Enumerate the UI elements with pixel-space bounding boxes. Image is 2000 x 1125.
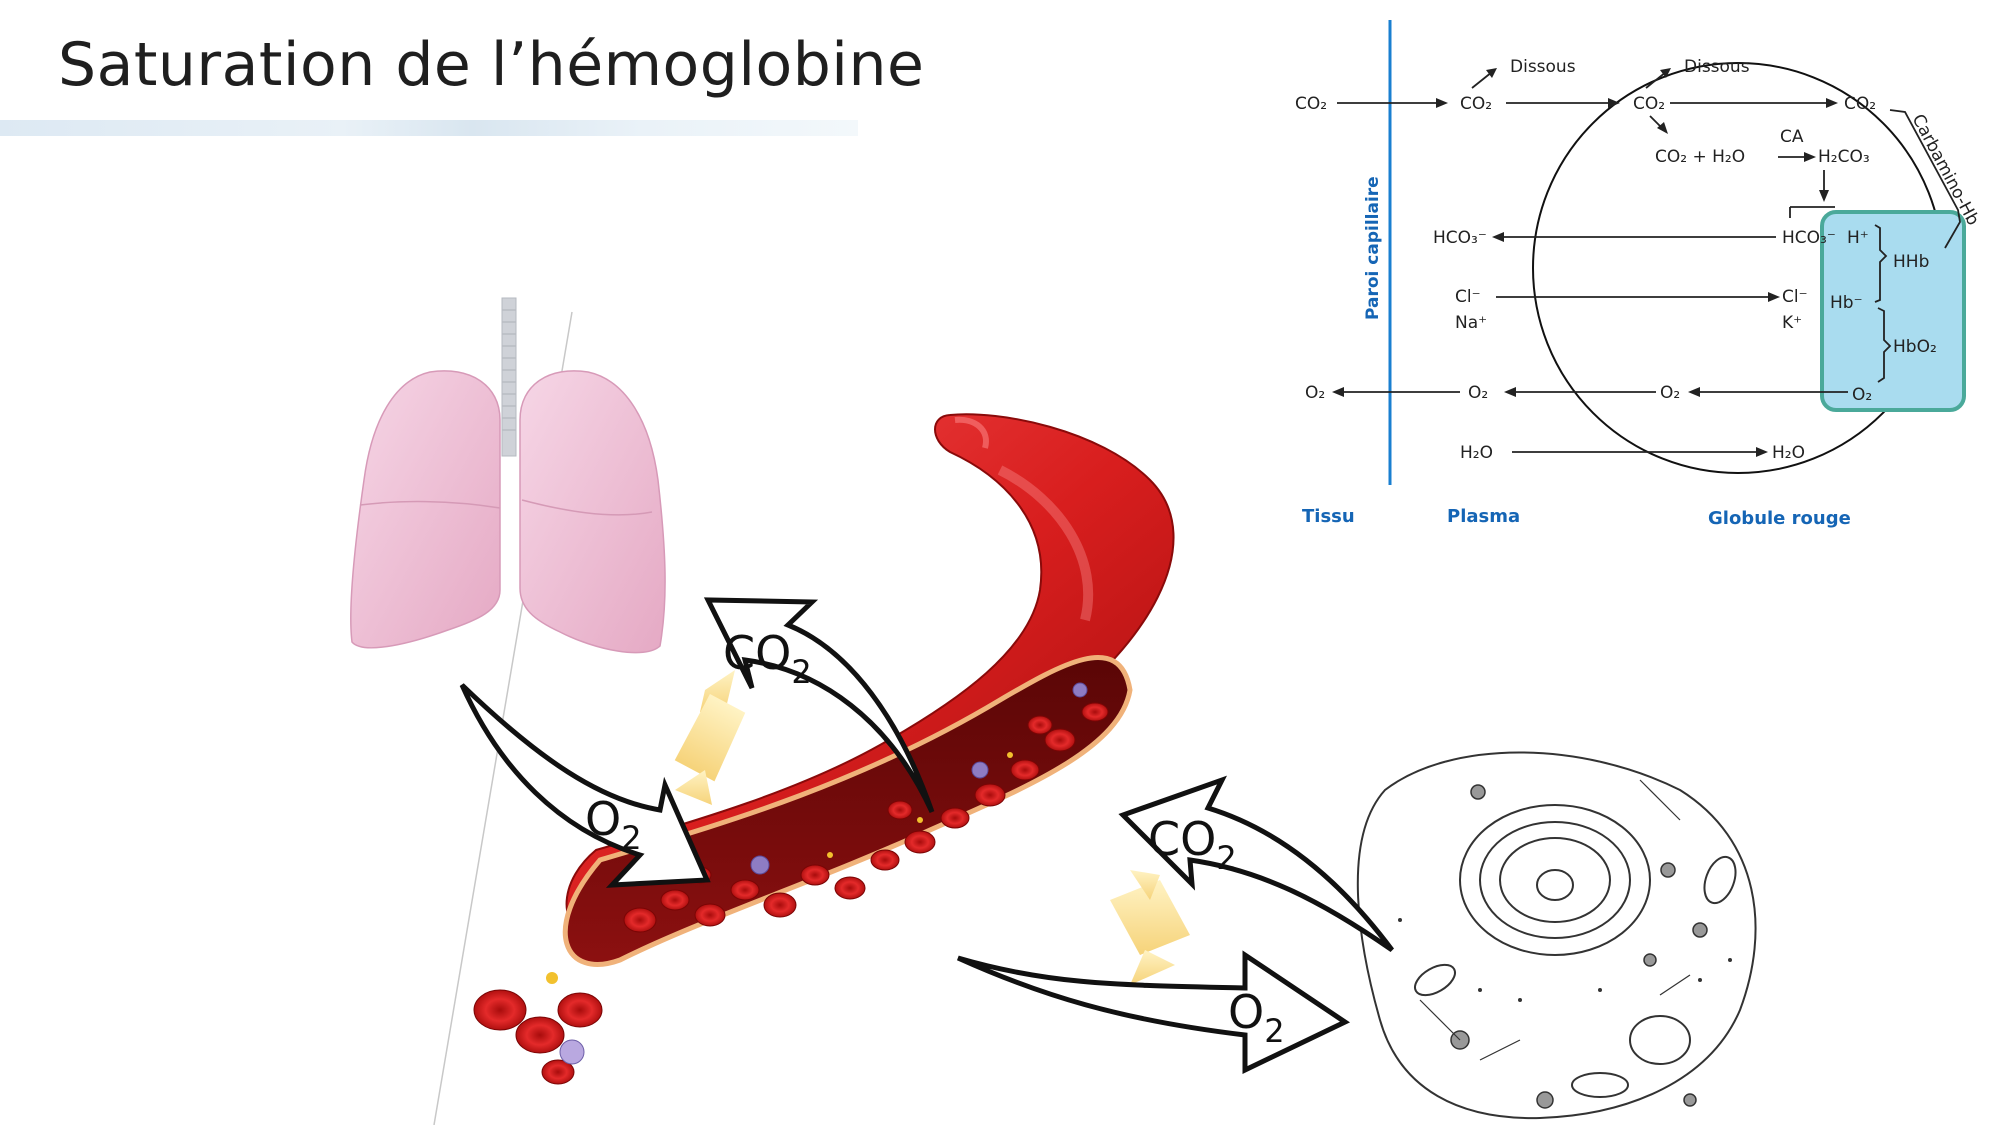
dissolved-rbc: Dissous xyxy=(1684,57,1750,77)
cell-co2-label: CO2 xyxy=(1148,812,1237,877)
enzyme-ca: CA xyxy=(1780,127,1804,147)
na-plasma: Na⁺ xyxy=(1455,313,1487,333)
reaction-left: CO₂ + H₂O xyxy=(1655,147,1745,167)
cell-o2-label: O2 xyxy=(1228,985,1285,1050)
page-title: Saturation de l’hémoglobine xyxy=(58,30,925,100)
h-plus: H⁺ xyxy=(1847,228,1869,248)
cell-exchange-arrow xyxy=(1110,870,1190,985)
reaction-right: H₂CO₃ xyxy=(1818,147,1870,167)
capillary-wall-label: Paroi capillaire xyxy=(1363,176,1383,320)
hco3-plasma: HCO₃⁻ xyxy=(1433,228,1487,248)
column-label-red-cell: Globule rouge xyxy=(1708,508,1851,529)
hhb: HHb xyxy=(1893,252,1929,272)
hb-minus: Hb⁻ xyxy=(1830,293,1863,313)
lung-o2-label: O2 xyxy=(585,792,642,857)
co2-plasma: CO₂ xyxy=(1460,94,1492,114)
lungs-illustration xyxy=(350,297,666,654)
column-label-tissue: Tissu xyxy=(1302,506,1355,527)
arrow-labels: O2 CO2 CO2 O2 xyxy=(585,626,1285,1050)
cl-rbc: Cl⁻ xyxy=(1782,287,1808,307)
title-underline-bar xyxy=(0,120,858,136)
o2-rbc: O₂ xyxy=(1660,383,1680,403)
cell-co2-arrow xyxy=(1118,775,1395,953)
h2o-plasma: H₂O xyxy=(1460,443,1493,463)
gas-exchange-diagram: Paroi capillaire xyxy=(1295,20,1983,529)
hemoglobin-highlight xyxy=(1820,210,1966,412)
k-rbc: K⁺ xyxy=(1782,313,1802,333)
o2-tissue: O₂ xyxy=(1305,383,1325,403)
lung-co2-arrow xyxy=(703,597,935,814)
cell-o2-arrow xyxy=(956,950,1351,1074)
h2o-rbc: H₂O xyxy=(1772,443,1805,463)
column-label-plasma: Plasma xyxy=(1447,506,1520,527)
lung-co2-label: CO2 xyxy=(723,626,812,691)
hco3-rbc: HCO₃⁻ xyxy=(1782,228,1836,248)
co2-tissue: CO₂ xyxy=(1295,94,1327,114)
o2-bound: O₂ xyxy=(1852,385,1872,405)
body-cell-illustration xyxy=(1356,751,1757,1120)
co2-rbc: CO₂ xyxy=(1633,94,1665,114)
lung-exchange-arrow xyxy=(674,670,746,805)
co2-carbamino: CO₂ xyxy=(1844,94,1876,114)
lung-o2-arrow xyxy=(459,683,711,888)
hbo2: HbO₂ xyxy=(1893,337,1937,357)
cl-plasma: Cl⁻ xyxy=(1455,287,1481,307)
o2-plasma: O₂ xyxy=(1468,383,1488,403)
dissolved-plasma: Dissous xyxy=(1510,57,1576,77)
